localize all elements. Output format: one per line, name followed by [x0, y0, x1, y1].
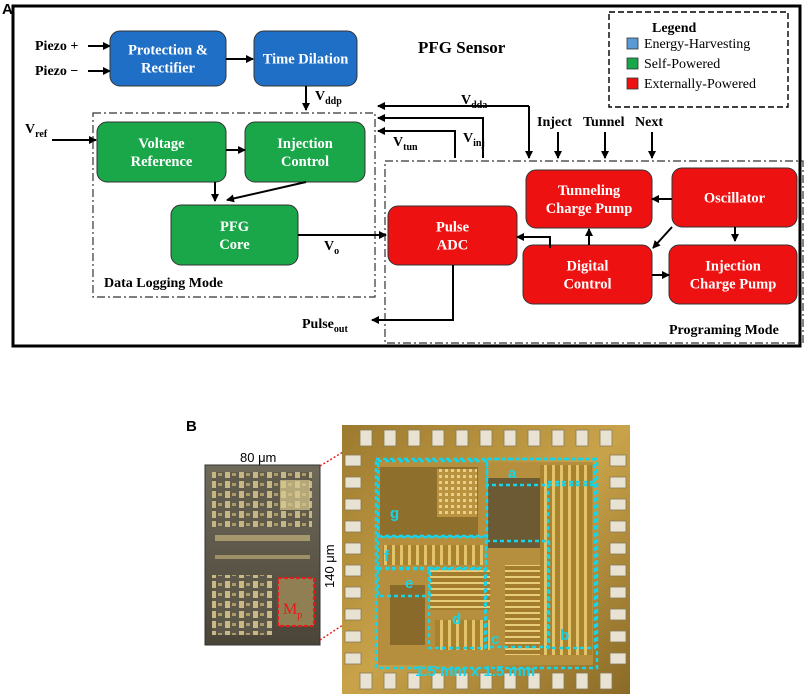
panel-b-label: B: [186, 418, 197, 435]
vtun-label: Vtun: [393, 135, 418, 153]
data-logging-mode-label: Data Logging Mode: [104, 276, 223, 291]
tunnel-label: Tunnel: [583, 115, 625, 130]
region-c-label: c: [491, 631, 499, 648]
block-label: ADC: [437, 238, 468, 254]
inset-marker-label: Mp: [283, 601, 302, 621]
region-e-label: e: [405, 575, 413, 592]
block-label: Injection: [277, 136, 333, 152]
vdda-label: Vdda: [461, 93, 487, 111]
piezo-minus-label: Piezo −: [35, 64, 78, 79]
legend-swatch: [626, 57, 639, 70]
block-label: Pulse: [436, 220, 470, 236]
blocks: Protection & Rectifier Time DilationVoltag…: [96, 30, 798, 305]
panel-a-label: A: [2, 1, 13, 18]
inject-label: Inject: [537, 115, 572, 130]
region-d-label: d: [452, 611, 461, 628]
vref-label: Vref: [25, 122, 48, 140]
legend-swatch: [626, 77, 639, 90]
inset-micrograph: Mp: [204, 464, 321, 646]
diagram-title: PFG Sensor: [418, 38, 506, 57]
region-f-label: f: [384, 548, 390, 565]
block-label: Digital: [567, 259, 609, 275]
block-label: Reference: [131, 154, 193, 170]
programming-mode-box: [384, 160, 804, 344]
region-labels: a b c d ef g: [384, 465, 569, 648]
bond-pads: [344, 429, 627, 690]
block-oscillator: Oscillator: [671, 167, 798, 228]
data-logging-mode-box: [92, 112, 376, 298]
zoom-line-top: [319, 451, 344, 467]
block-label: Charge Pump: [690, 277, 777, 293]
panel-a-frame: [11, 4, 802, 348]
inset-marker-box: [277, 577, 315, 627]
block-label: Control: [563, 277, 611, 293]
piezo-plus-label: Piezo +: [35, 39, 78, 54]
region-c-box: [484, 539, 551, 649]
vddp-label: Vddp: [315, 89, 342, 107]
region-overlays: [374, 457, 599, 670]
block-label: Protection &: [128, 43, 208, 59]
region-b-label: b: [560, 627, 569, 644]
block-label: Charge Pump: [546, 201, 633, 217]
block-label: Voltage: [138, 136, 185, 152]
block-pfg-core: PFG Core: [170, 204, 299, 266]
legend-item-label: Externally-Powered: [644, 77, 756, 92]
chip-size-label: 1.5 mm x 1.5 mm: [415, 663, 535, 680]
legend-item-label: Energy-Harvesting: [644, 37, 750, 52]
connections: [211, 55, 739, 324]
pulse-out-label: Pulseout: [302, 317, 348, 335]
legend-item-label: Self-Powered: [644, 57, 720, 72]
vinj-label: Vinj: [463, 131, 485, 149]
block-label: Core: [219, 237, 250, 253]
legend-title: Legend: [652, 21, 697, 36]
inset-height-label: 140 μm: [322, 544, 337, 588]
block-label: Time Dilation: [263, 52, 349, 68]
legend-swatch: [626, 37, 639, 50]
programming-mode-label: Programing Mode: [669, 323, 779, 338]
region-g-box: [376, 459, 489, 539]
vo-label: Vo: [324, 239, 339, 257]
region-e-box: [376, 566, 432, 598]
block-protection: Protection & Rectifier: [109, 30, 227, 87]
block-label: Rectifier: [141, 61, 195, 77]
block-label: Control: [281, 154, 329, 170]
region-a-label: a: [508, 465, 517, 482]
block-time-dilation: Time Dilation: [253, 30, 358, 87]
block-label: Injection: [705, 259, 761, 275]
block-label: Tunneling: [558, 183, 621, 199]
region-g-label: g: [390, 505, 399, 522]
next-label: Next: [635, 115, 663, 130]
block-label: Oscillator: [704, 191, 766, 207]
legend-box: [608, 11, 789, 108]
block-label: PFG: [220, 219, 249, 235]
inset-width-label: 80 μm: [240, 450, 276, 465]
legend-items: Energy-HarvestingSelf-PoweredExternally-…: [626, 37, 756, 92]
